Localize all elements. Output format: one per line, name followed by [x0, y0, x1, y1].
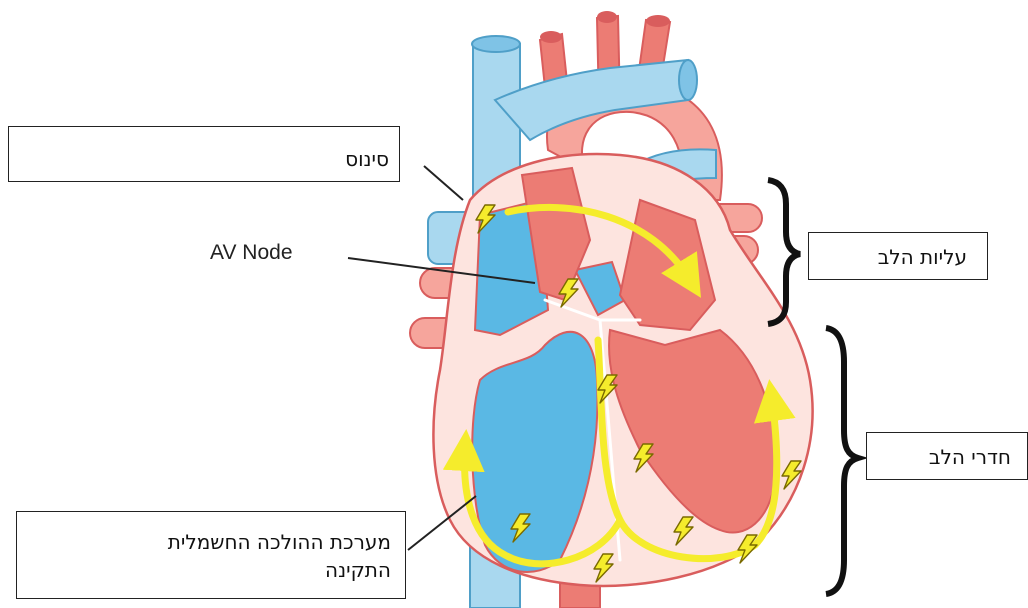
atria-label: עליות הלב	[878, 245, 967, 269]
ventricles-brace	[826, 328, 858, 594]
atria-label-box: עליות הלב	[808, 232, 988, 280]
ventricles-label: חדרי הלב	[929, 445, 1011, 469]
conduction-label-line2: התקינה	[17, 556, 391, 584]
ventricles-label-box: חדרי הלב	[866, 432, 1028, 480]
sinus-label-box: סינוס	[8, 126, 400, 182]
pulmonary-artery-end	[679, 60, 697, 100]
av-node-label: AV Node	[210, 241, 293, 265]
conduction-label-box: מערכת ההולכה החשמלית התקינה	[16, 511, 406, 599]
conduction-label-line1: מערכת ההולכה החשמלית	[17, 528, 391, 556]
pulmonary-artery	[495, 60, 688, 140]
sinus-label: סינוס	[345, 147, 389, 171]
